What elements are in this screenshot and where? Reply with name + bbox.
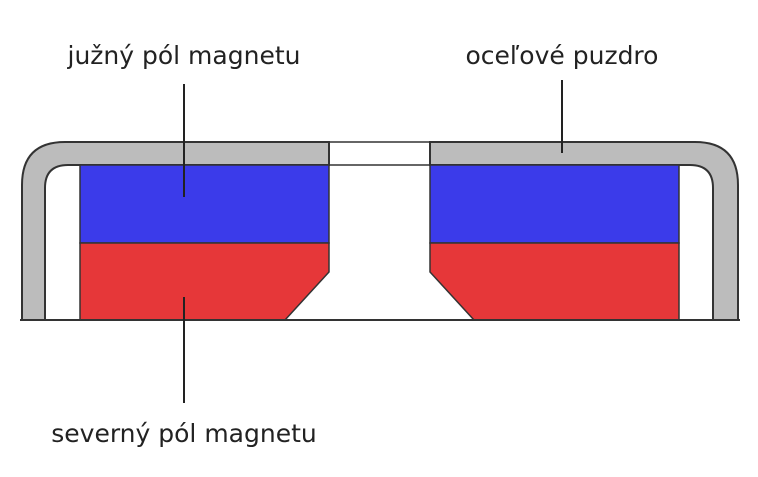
magnet-right-south-pole xyxy=(429,164,680,244)
south-pole-label: južný pól magnetu xyxy=(67,41,301,70)
magnet-left-north-pole xyxy=(79,242,330,321)
magnet-right-north-pole xyxy=(429,242,680,321)
countersunk-hole-outline xyxy=(329,141,430,166)
steel-housing-label: oceľové puzdro xyxy=(466,41,659,70)
steel-housing-left xyxy=(21,141,330,321)
magnet-left-south-pole xyxy=(79,164,330,244)
north-pole-label: severný pól magnetu xyxy=(51,419,316,448)
